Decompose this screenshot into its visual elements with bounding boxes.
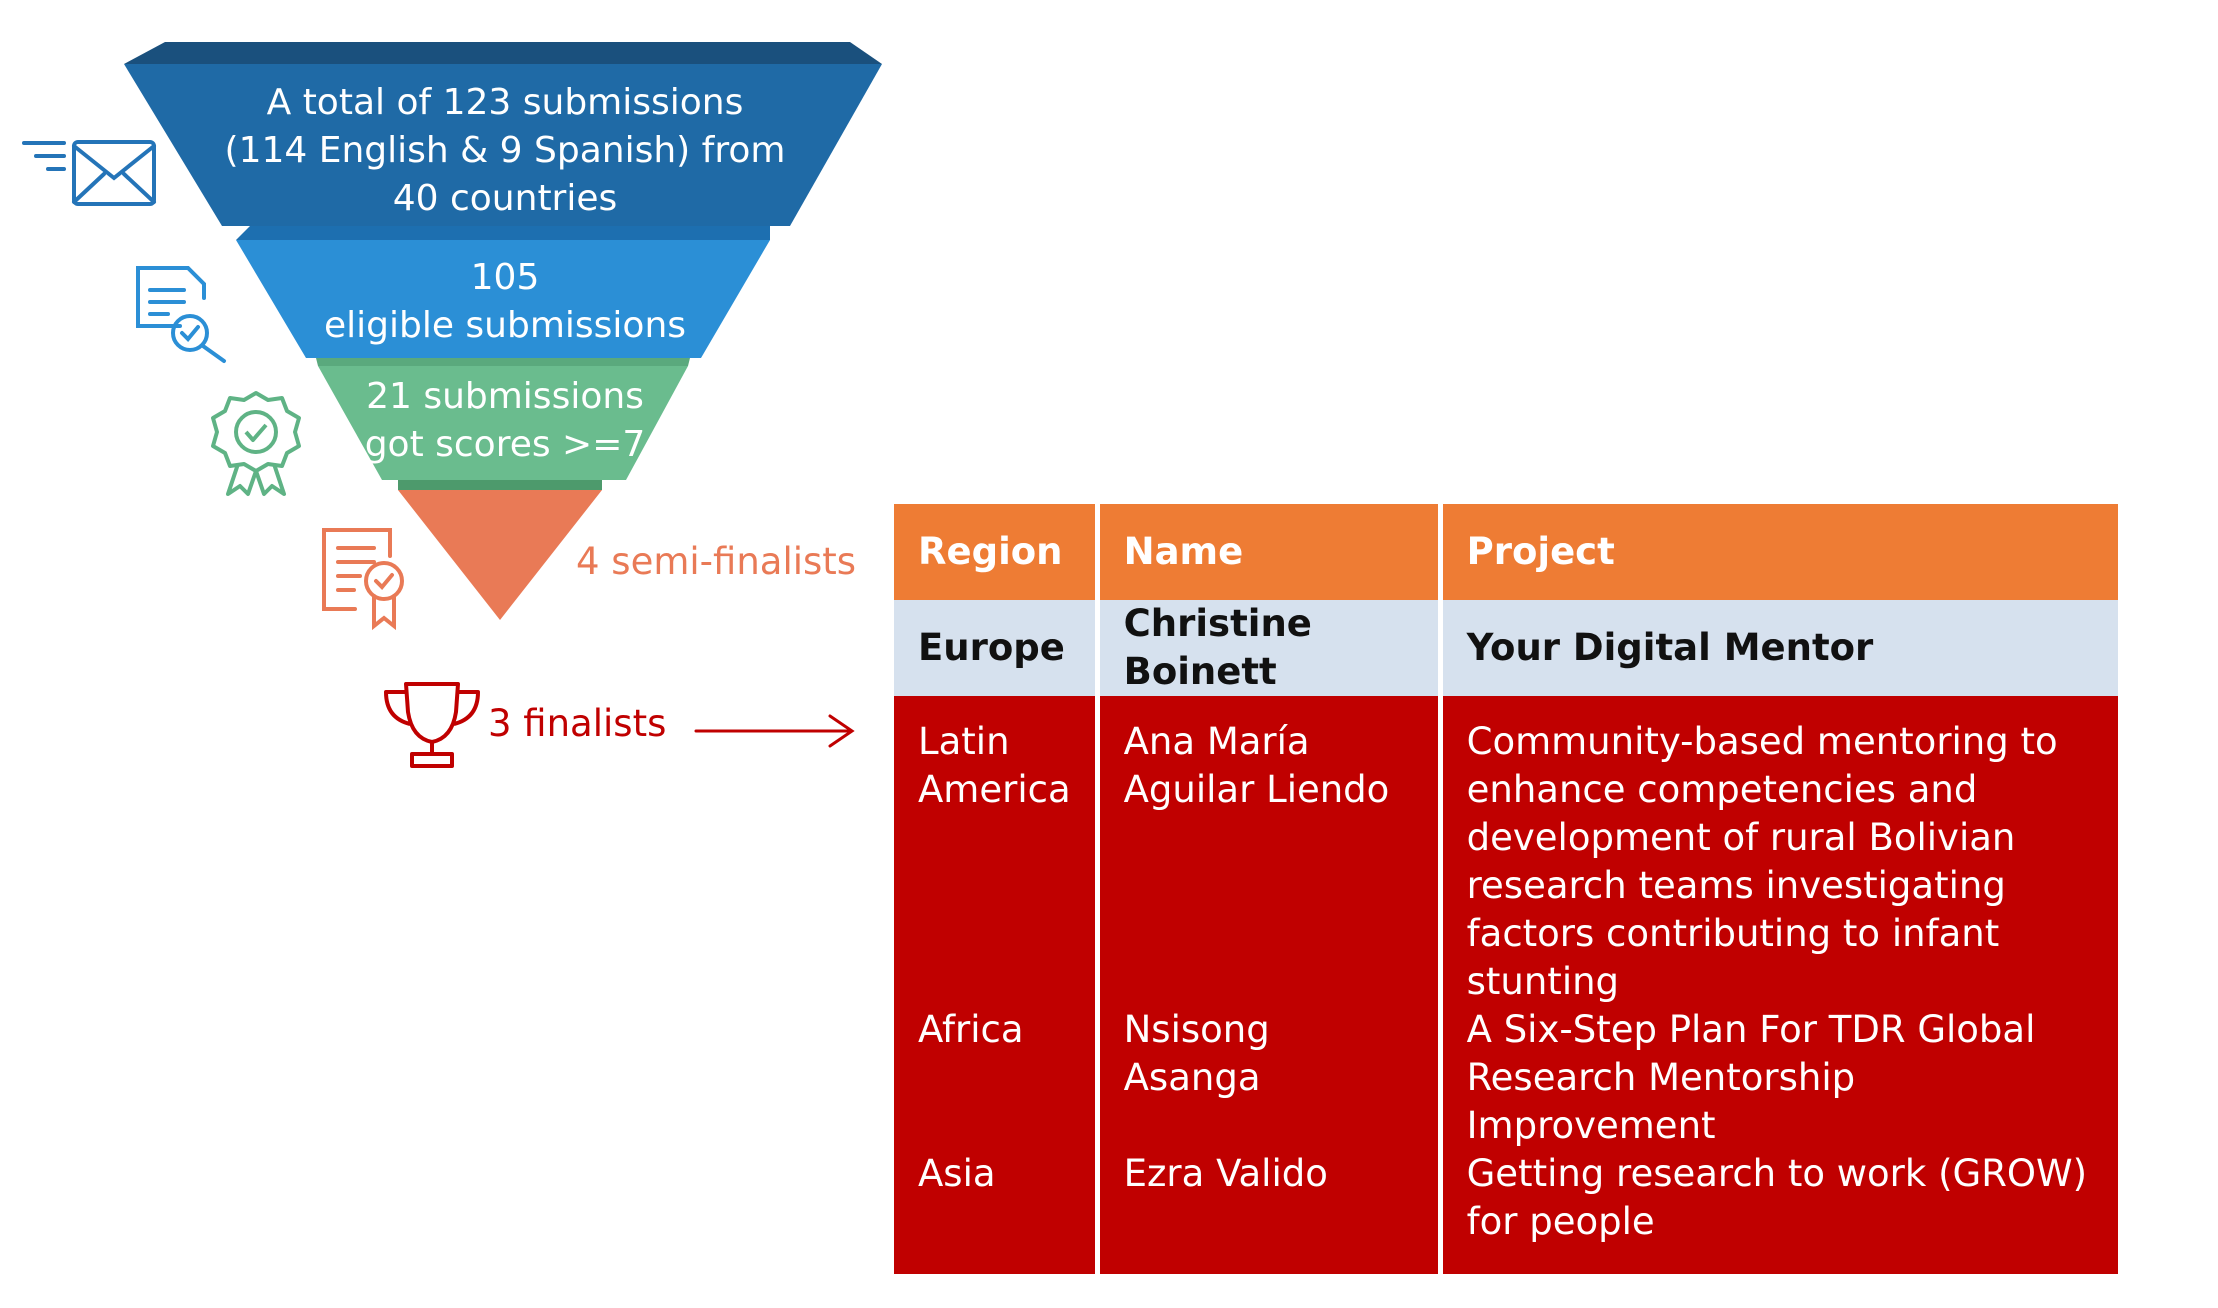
cell-project: Your Digital Mentor — [1442, 600, 2118, 696]
funnel-level-3-line-1: 21 submissions — [366, 376, 644, 417]
funnel-level-3-text: 21 submissions got scores >=7 — [360, 373, 650, 469]
funnel-level-4-top-edge — [398, 480, 602, 490]
cell-name: Ezra Valido — [1099, 1150, 1443, 1274]
funnel-level-1-line-3: 40 countries — [392, 178, 618, 219]
arrow-right-icon — [694, 714, 855, 748]
table-header-row: Region Name Project — [894, 504, 2118, 600]
funnel-level-3-top-edge — [316, 358, 690, 366]
funnel-level-1-line-2: (114 English & 9 Spanish) from — [224, 130, 786, 171]
cell-region: Europe — [894, 600, 1100, 696]
semifinalists-label: 4 semi-finalists — [576, 540, 857, 583]
funnel-diagram — [22, 42, 882, 768]
table-row: Europe Christine Boinett Your Digital Me… — [894, 600, 2118, 696]
table-row: Latin America Ana María Aguilar Liendo C… — [894, 696, 2118, 1006]
cell-project: Getting research to work (GROW) for peop… — [1442, 1150, 2118, 1274]
cell-region: Latin America — [894, 696, 1100, 1006]
funnel-level-2-top-edge — [236, 226, 770, 240]
trophy-icon — [384, 682, 480, 768]
header-name: Name — [1099, 504, 1443, 600]
cell-name: Ana María Aguilar Liendo — [1099, 696, 1443, 1006]
funnel-level-1-text: A total of 123 submissions (114 English … — [220, 79, 790, 223]
funnel-level-2 — [236, 240, 770, 358]
award-ribbon-icon — [211, 391, 301, 496]
funnel-level-2-text: 105 eligible submissions — [300, 254, 710, 350]
funnel-level-4 — [398, 490, 602, 620]
funnel-level-3 — [318, 366, 688, 480]
funnel-level-2-line-2: eligible submissions — [323, 305, 687, 346]
table-row: Africa Nsisong Asanga A Six-Step Plan Fo… — [894, 1006, 2118, 1150]
cell-name: Christine Boinett — [1099, 600, 1443, 696]
certificate-icon — [322, 528, 404, 631]
cell-region: Africa — [894, 1006, 1100, 1150]
funnel-level-1-top-edge — [124, 42, 882, 64]
email-icon — [22, 140, 156, 206]
header-project: Project — [1442, 504, 2118, 600]
header-region: Region — [894, 504, 1100, 600]
finalists-table: Region Name Project Europe Christine Boi… — [894, 504, 2118, 1274]
cell-project: Community-based mentoring to enhance com… — [1442, 696, 2118, 1006]
cell-name: Nsisong Asanga — [1099, 1006, 1443, 1150]
cell-region: Asia — [894, 1150, 1100, 1274]
document-search-icon — [136, 266, 226, 363]
table-row: Asia Ezra Valido Getting research to wor… — [894, 1150, 2118, 1274]
funnel-level-2-line-1: 105 — [470, 257, 540, 298]
funnel-level-3-line-2: got scores >=7 — [364, 424, 646, 465]
cell-project: A Six-Step Plan For TDR Global Research … — [1442, 1006, 2118, 1150]
funnel-level-1-line-1: A total of 123 submissions — [266, 82, 744, 123]
funnel-level-1 — [124, 64, 882, 226]
finalists-label: 3 finalists — [488, 702, 667, 745]
